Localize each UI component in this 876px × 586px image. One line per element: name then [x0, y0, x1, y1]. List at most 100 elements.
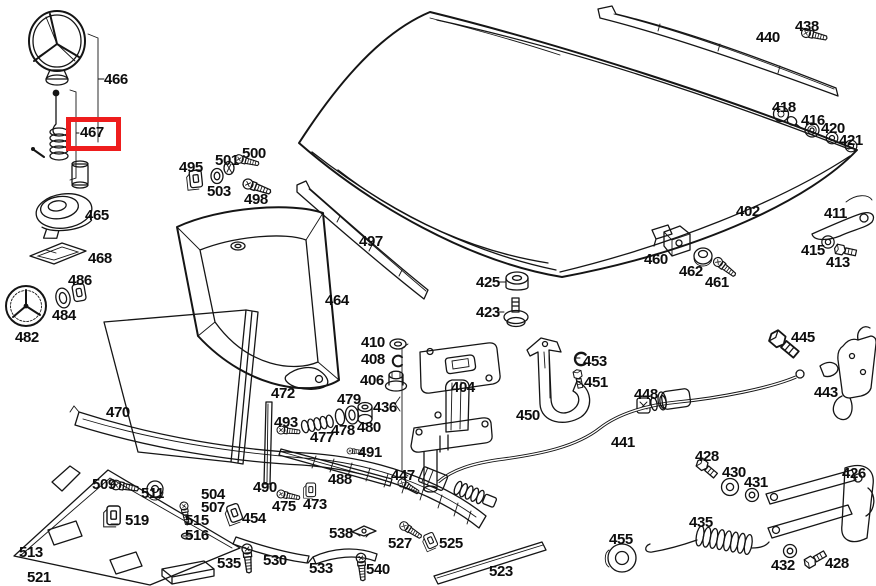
part-label-477[interactable]: 477 — [310, 429, 334, 446]
part-423-drawing — [497, 297, 529, 328]
part-label-426[interactable]: 426 — [842, 465, 866, 482]
part-450-drawing — [526, 337, 591, 423]
part-533-drawing — [307, 548, 378, 565]
part-488-drawing — [278, 448, 393, 487]
part-521-pad — [161, 560, 215, 585]
part-480-drawing — [357, 401, 373, 425]
part-label-406[interactable]: 406 — [360, 372, 384, 389]
part-label-484[interactable]: 484 — [52, 307, 76, 324]
part-label-493[interactable]: 493 — [274, 414, 298, 431]
part-label-413[interactable]: 413 — [826, 254, 850, 271]
part-525-drawing — [420, 531, 440, 553]
part-label-515[interactable]: 515 — [185, 512, 209, 529]
part-label-411[interactable]: 411 — [824, 205, 847, 222]
part-label-440[interactable]: 440 — [756, 29, 780, 46]
part-label-448[interactable]: 448 — [634, 386, 658, 403]
part-label-436[interactable]: 436 — [373, 399, 397, 416]
part-label-468[interactable]: 468 — [88, 250, 112, 267]
part-label-533[interactable]: 533 — [309, 560, 333, 577]
part-label-404[interactable]: 404 — [451, 379, 475, 396]
part-label-470[interactable]: 470 — [106, 404, 130, 421]
part-label-490[interactable]: 490 — [253, 479, 277, 496]
part-label-402[interactable]: 402 — [736, 203, 760, 220]
part-label-447[interactable]: 447 — [391, 467, 415, 484]
part-label-523[interactable]: 523 — [489, 563, 513, 580]
part-label-525[interactable]: 525 — [439, 535, 463, 552]
part-label-410[interactable]: 410 — [361, 334, 385, 351]
part-430-drawing — [720, 477, 740, 497]
part-label-431[interactable]: 431 — [744, 474, 768, 491]
part-label-466[interactable]: 466 — [104, 71, 128, 88]
part-label-479[interactable]: 479 — [337, 391, 361, 408]
part-label-500[interactable]: 500 — [242, 145, 266, 162]
part-436-latch-assembly — [394, 343, 493, 493]
part-label-425[interactable]: 425 — [476, 274, 500, 291]
part-label-461[interactable]: 461 — [705, 274, 729, 291]
part-label-464[interactable]: 464 — [325, 292, 349, 309]
part-label-530[interactable]: 530 — [263, 552, 287, 569]
part-label-538[interactable]: 538 — [329, 525, 353, 542]
part-label-495[interactable]: 495 — [179, 159, 203, 176]
part-426-hinge — [765, 464, 875, 543]
part-label-540[interactable]: 540 — [366, 561, 390, 578]
part-label-519[interactable]: 519 — [125, 512, 149, 529]
part-label-497[interactable]: 497 — [359, 233, 383, 250]
part-label-428[interactable]: 428 — [695, 448, 719, 465]
part-460-drawing — [663, 225, 691, 257]
part-label-480[interactable]: 480 — [357, 419, 381, 436]
part-label-521[interactable]: 521 — [27, 569, 51, 586]
part-label-430[interactable]: 430 — [722, 464, 746, 481]
part-label-527[interactable]: 527 — [388, 535, 412, 552]
part-label-421[interactable]: 421 — [839, 132, 863, 149]
part-label-501[interactable]: 501 — [215, 152, 239, 169]
part-530-drawing — [232, 536, 310, 564]
part-label-418[interactable]: 418 — [772, 99, 796, 116]
part-label-438[interactable]: 438 — [795, 18, 819, 35]
part-501-drawing — [223, 160, 235, 176]
part-label-423[interactable]: 423 — [476, 304, 500, 321]
part-label-509[interactable]: 509 — [92, 476, 116, 493]
part-404-drawing — [419, 342, 501, 394]
part-label-513[interactable]: 513 — [19, 544, 43, 561]
part-label-467[interactable]: 467 — [80, 124, 104, 141]
part-label-455[interactable]: 455 — [609, 531, 633, 548]
part-label-478[interactable]: 478 — [331, 422, 355, 439]
part-label-441[interactable]: 441 — [611, 434, 635, 451]
part-label-432[interactable]: 432 — [771, 557, 795, 574]
part-label-460[interactable]: 460 — [644, 251, 668, 268]
part-label-450[interactable]: 450 — [516, 407, 540, 424]
part-label-475[interactable]: 475 — [272, 498, 296, 515]
part-label-415[interactable]: 415 — [801, 242, 825, 259]
part-label-420[interactable]: 420 — [821, 120, 845, 137]
part-label-472[interactable]: 472 — [271, 385, 295, 402]
part-label-488[interactable]: 488 — [328, 471, 352, 488]
part-label-453[interactable]: 453 — [583, 353, 607, 370]
part-label-462[interactable]: 462 — [679, 263, 703, 280]
part-label-507[interactable]: 507 — [201, 499, 225, 516]
part-497-drawing — [296, 180, 429, 300]
part-label-482[interactable]: 482 — [15, 329, 39, 346]
part-label-451[interactable]: 451 — [584, 374, 608, 391]
part-label-454[interactable]: 454 — [242, 510, 266, 527]
part-432-drawing — [782, 543, 798, 559]
part-label-503[interactable]: 503 — [207, 183, 231, 200]
part-519-drawing — [102, 505, 121, 528]
part-label-491[interactable]: 491 — [358, 444, 382, 461]
part-label-428[interactable]: 428 — [825, 555, 849, 572]
part-label-435[interactable]: 435 — [689, 514, 713, 531]
part-label-445[interactable]: 445 — [791, 329, 815, 346]
part-label-516[interactable]: 516 — [185, 527, 209, 544]
part-label-498[interactable]: 498 — [244, 191, 268, 208]
part-538-drawing — [351, 525, 377, 538]
part-label-486[interactable]: 486 — [68, 272, 92, 289]
part-label-465[interactable]: 465 — [85, 207, 109, 224]
part-479-drawing — [334, 408, 346, 426]
part-label-473[interactable]: 473 — [303, 496, 327, 513]
part-label-504[interactable]: 504 — [201, 486, 225, 503]
part-label-535[interactable]: 535 — [217, 555, 241, 572]
part-label-416[interactable]: 416 — [801, 112, 825, 129]
part-511-drawing — [146, 480, 164, 501]
part-label-511[interactable]: 511 — [141, 485, 164, 502]
part-label-408[interactable]: 408 — [361, 351, 385, 368]
part-label-443[interactable]: 443 — [814, 384, 838, 401]
